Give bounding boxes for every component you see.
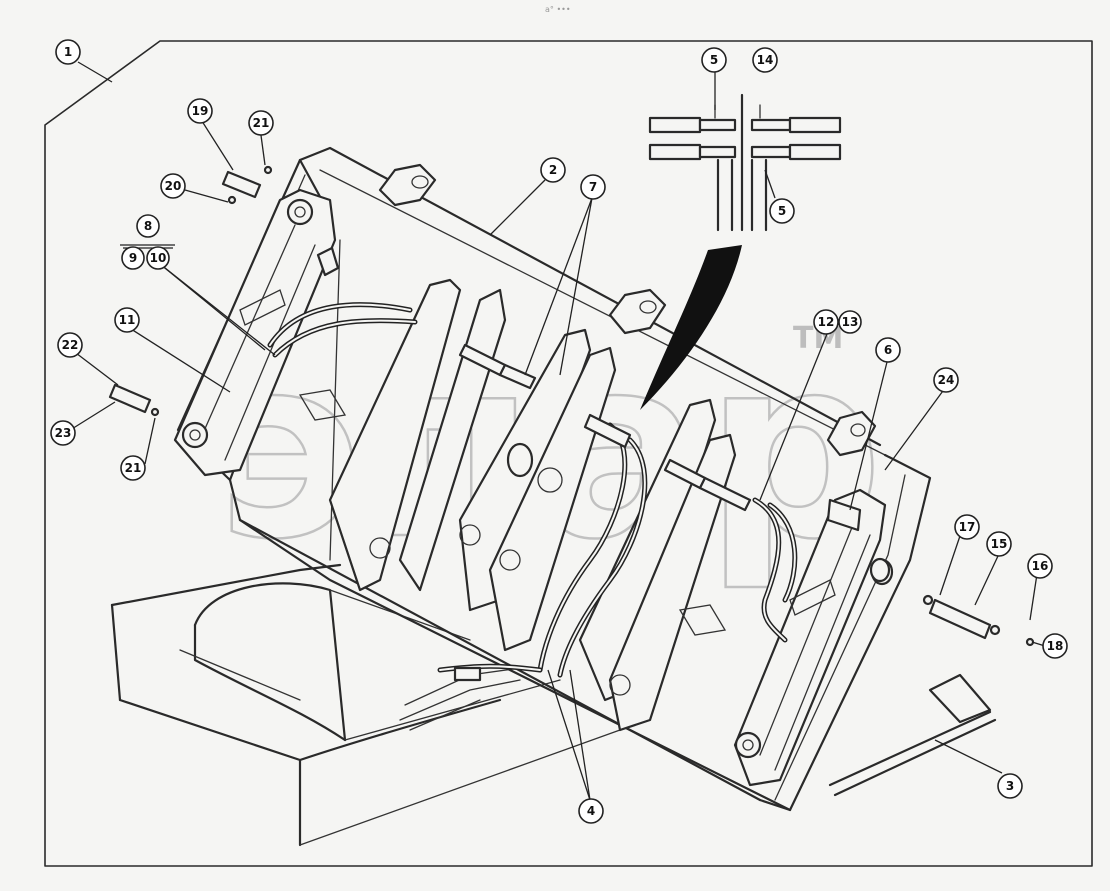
svg-text:22: 22 xyxy=(62,338,79,352)
callout-23: 23 xyxy=(50,420,76,446)
svg-text:18: 18 xyxy=(1047,639,1064,653)
callout-14: 14 xyxy=(752,47,778,73)
callout-10: 10 xyxy=(146,246,170,270)
svg-text:7: 7 xyxy=(589,180,597,194)
svg-text:20: 20 xyxy=(165,179,182,193)
callout-7: 7 xyxy=(580,174,606,200)
svg-text:21: 21 xyxy=(253,116,270,130)
callout-1: 1 xyxy=(55,39,81,65)
callout-8: 8 xyxy=(136,214,160,238)
svg-text:3: 3 xyxy=(1006,779,1014,793)
header-mark: а° ••• xyxy=(545,5,571,14)
svg-text:24: 24 xyxy=(938,373,955,387)
loader-body xyxy=(110,563,621,847)
svg-text:9: 9 xyxy=(129,251,137,265)
svg-text:12: 12 xyxy=(818,315,835,329)
left-boom-arm xyxy=(173,188,340,477)
callout-4: 4 xyxy=(578,798,604,824)
callout-21a: 21 xyxy=(248,110,274,136)
hydraulic-hoses xyxy=(267,302,798,678)
callout-19: 19 xyxy=(187,98,213,124)
svg-text:15: 15 xyxy=(991,537,1008,551)
svg-text:16: 16 xyxy=(1032,559,1049,573)
callout-5b: 5 xyxy=(769,198,795,224)
loose-pins xyxy=(108,165,1035,797)
svg-text:4: 4 xyxy=(587,804,595,818)
callout-5a: 5 xyxy=(701,47,727,73)
inset-pointer xyxy=(640,245,742,410)
hose-fittings xyxy=(453,343,862,682)
svg-text:10: 10 xyxy=(150,251,167,265)
leader-lines xyxy=(66,61,1046,801)
callout-17: 17 xyxy=(954,514,980,540)
callout-18: 18 xyxy=(1042,633,1068,659)
svg-text:6: 6 xyxy=(884,343,892,357)
svg-text:13: 13 xyxy=(842,315,859,329)
callout-16: 16 xyxy=(1027,553,1053,579)
svg-text:23: 23 xyxy=(55,426,72,440)
svg-text:2: 2 xyxy=(549,163,557,177)
callout-15: 15 xyxy=(986,531,1012,557)
svg-text:14: 14 xyxy=(757,53,774,67)
callout-6: 6 xyxy=(875,337,901,363)
svg-text:5: 5 xyxy=(778,204,786,218)
callout-9: 9 xyxy=(121,246,145,270)
callout-24: 24 xyxy=(933,367,959,393)
svg-text:1: 1 xyxy=(64,45,72,59)
svg-text:17: 17 xyxy=(959,520,976,534)
callout-2: 2 xyxy=(540,157,566,183)
svg-text:8: 8 xyxy=(144,219,152,233)
callout-13: 13 xyxy=(838,310,862,334)
diagram-frame xyxy=(44,40,1093,867)
callouts: 1 2 3 4 5 5 6 7 8 9 10 11 12 13 14 15 16… xyxy=(50,39,1068,824)
callout-20: 20 xyxy=(160,173,186,199)
callout-11: 11 xyxy=(114,307,140,333)
fitting-detail-inset xyxy=(648,93,842,232)
callout-3: 3 xyxy=(997,773,1023,799)
callout-22: 22 xyxy=(57,332,83,358)
svg-text:11: 11 xyxy=(119,313,136,327)
svg-text:5: 5 xyxy=(710,53,718,67)
callout-12: 12 xyxy=(813,309,839,335)
callout-21b: 21 xyxy=(120,455,146,481)
svg-text:21: 21 xyxy=(125,461,142,475)
svg-text:19: 19 xyxy=(192,104,209,118)
